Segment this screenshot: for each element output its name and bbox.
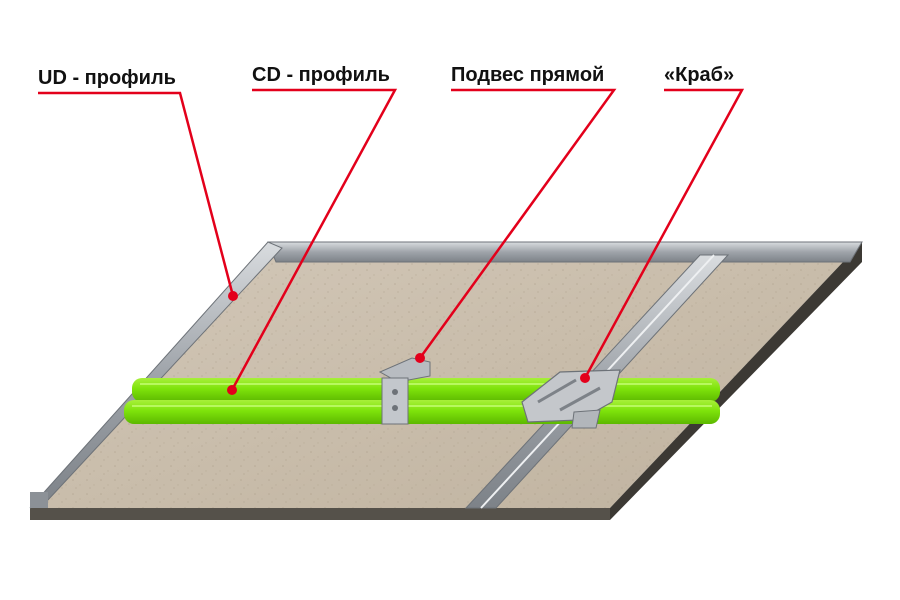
label-ud-profile: UD - профиль — [38, 67, 176, 89]
crab-connector — [521, 369, 621, 429]
callout-direct-hanger — [418, 88, 617, 359]
label-crab: «Краб» — [664, 64, 734, 86]
callout-lines — [38, 88, 745, 391]
callout-ud-profile — [38, 91, 235, 297]
callout-cd-profile — [230, 88, 398, 391]
cd-profile-green — [124, 378, 720, 424]
callout-crab — [583, 88, 745, 379]
label-cd-profile: CD - профиль — [252, 64, 390, 86]
callout-dots — [227, 291, 590, 395]
ud-profile-frame — [29, 241, 863, 509]
direct-hanger — [378, 357, 431, 425]
label-direct-hanger: Подвес прямой — [451, 64, 604, 86]
